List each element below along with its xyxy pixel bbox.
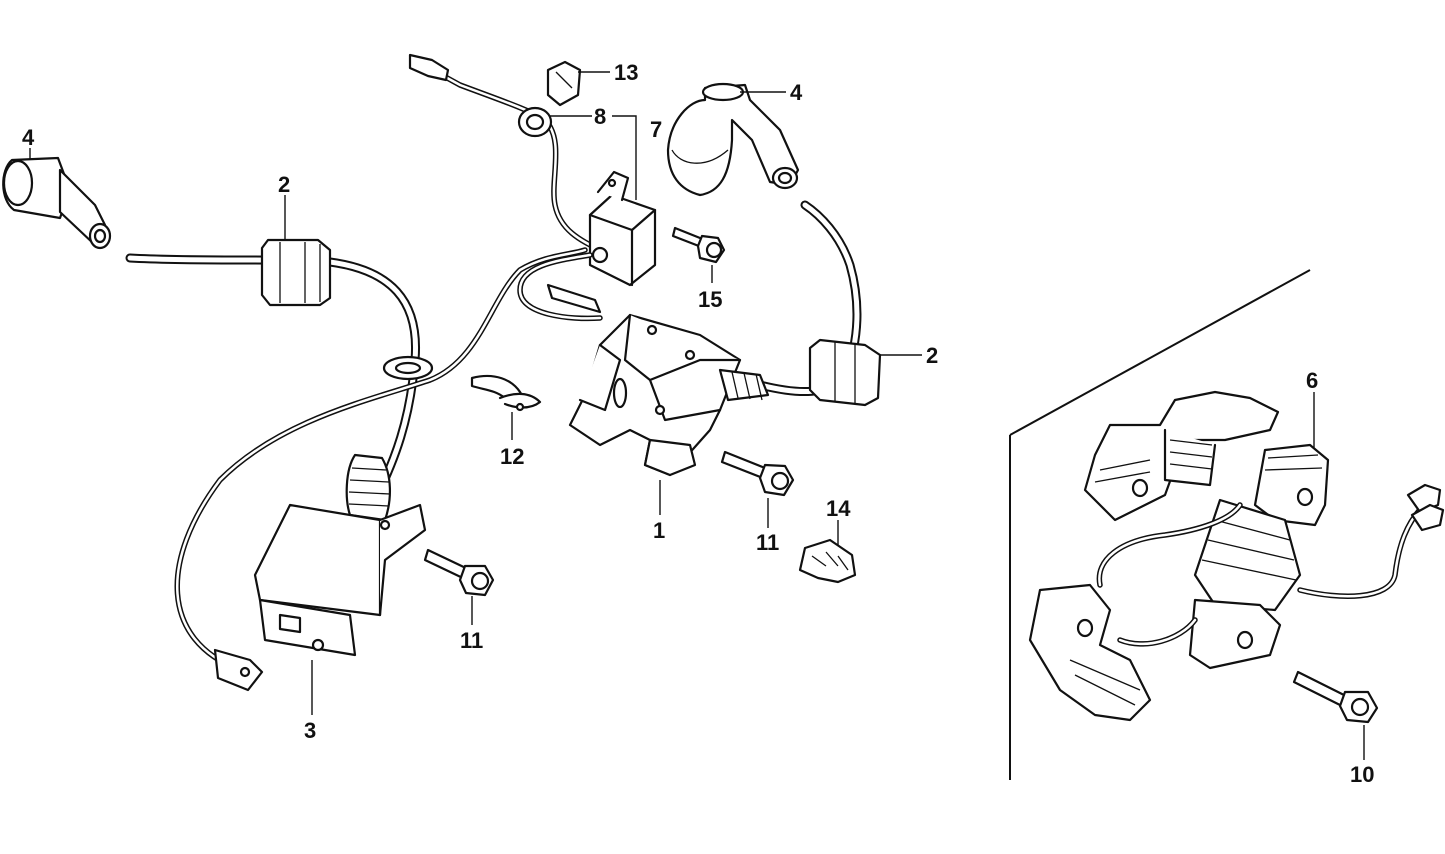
callout-8: 8 (594, 104, 606, 129)
stop-switch-wire (408, 53, 603, 253)
callout-2-left: 2 (278, 172, 290, 197)
spark-plug-cap-right (666, 82, 800, 197)
callout-4-right: 4 (790, 80, 803, 105)
charge-coil-6 (1028, 390, 1445, 722)
bolt-11-center (720, 450, 795, 497)
grommet-left (260, 238, 332, 307)
module-7 (588, 170, 657, 287)
module-lead (517, 252, 603, 322)
callout-2-right: 2 (926, 343, 938, 368)
bolt-11-left (423, 548, 495, 597)
grommet-8 (517, 106, 553, 138)
callout-6: 6 (1306, 368, 1318, 393)
leader-lines (29, 71, 1365, 760)
wire-clip-13 (546, 60, 582, 107)
clip-14 (798, 538, 857, 584)
grommet-right (808, 338, 882, 407)
ignition-coil-1 (568, 313, 770, 477)
callout-7: 7 (650, 117, 662, 142)
spark-plug-cap-left (2, 156, 112, 250)
bolt-15 (671, 226, 726, 264)
callout-15: 15 (698, 287, 722, 312)
callout-12: 12 (500, 444, 524, 469)
callout-1: 1 (653, 518, 665, 543)
callout-10: 10 (1350, 762, 1374, 787)
lead-clip-left (382, 355, 434, 381)
callout-11-center: 11 (756, 530, 779, 555)
bolt-10 (1292, 670, 1379, 724)
callout-11-left: 11 (460, 628, 483, 653)
callout-3: 3 (304, 718, 316, 743)
clip-12 (470, 374, 542, 412)
callout-14: 14 (826, 496, 851, 521)
ground-wire (174, 247, 588, 673)
ground-terminal (213, 648, 264, 692)
callout-13: 13 (614, 60, 638, 85)
callout-numbers: 4 2 13 8 7 4 15 2 12 1 11 14 11 3 6 10 (22, 60, 1374, 787)
ignition-coil-left (253, 453, 427, 657)
left-ht-lead (125, 253, 421, 505)
callout-4-left: 4 (22, 125, 35, 150)
inset-frame (1009, 269, 1311, 780)
